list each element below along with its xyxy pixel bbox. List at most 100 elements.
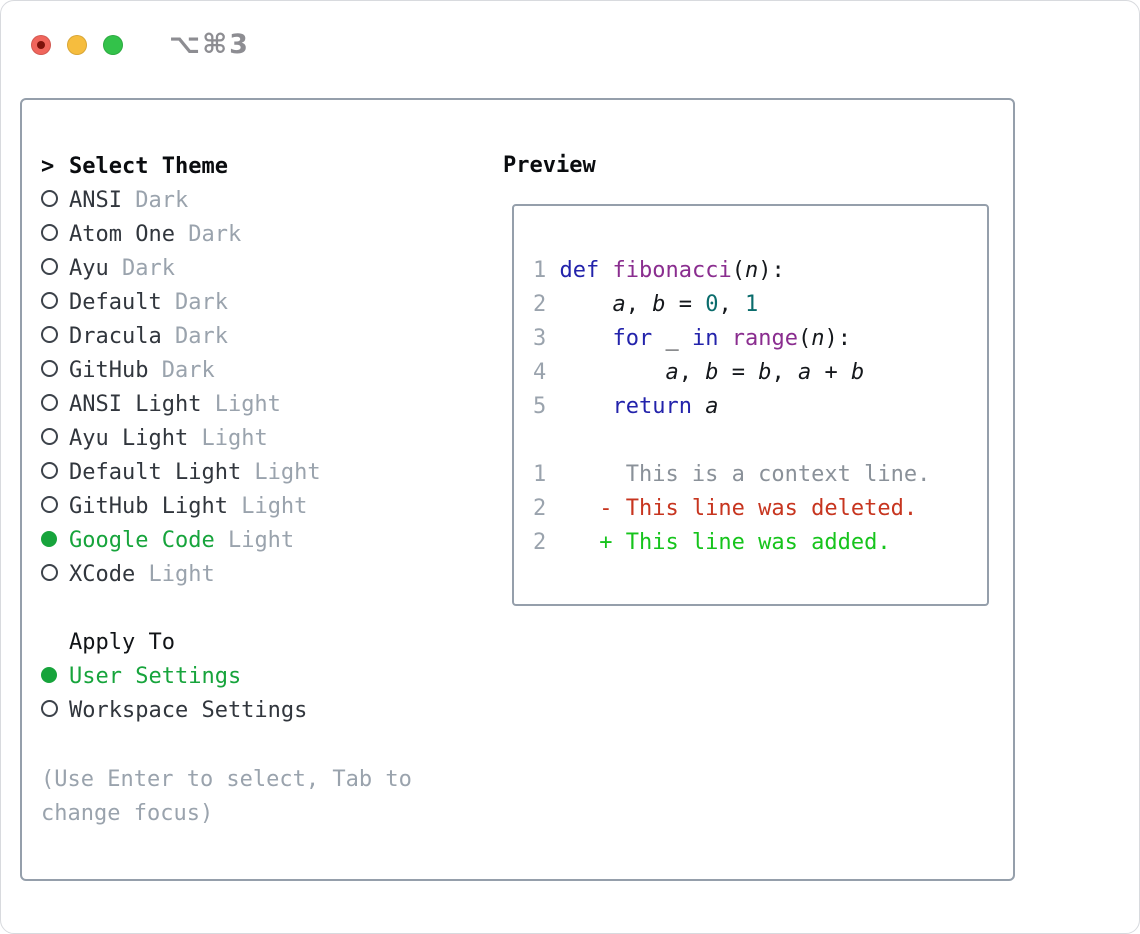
radio-icon: [41, 427, 58, 445]
theme-variant: Dark: [108, 255, 175, 281]
apply-option-workspace-settings[interactable]: Workspace Settings: [41, 693, 471, 727]
theme-variant: Light: [188, 425, 268, 451]
radio-icon: [41, 495, 58, 513]
line-number: 1: [533, 258, 547, 283]
spacer: [41, 528, 69, 553]
apply-option-label: Workspace Settings: [69, 697, 308, 723]
line-number: 2: [533, 530, 547, 555]
theme-name: Ayu Light: [69, 425, 189, 451]
spacer: [41, 727, 471, 763]
spacer: [41, 426, 69, 451]
diff-line-added: 2 + This line was added.: [533, 526, 987, 560]
radio-icon: [41, 359, 58, 377]
spacer: [41, 698, 69, 723]
code-line: 3 for _ in range(n):: [533, 322, 987, 356]
theme-option-ayu-light-light[interactable]: Ayu Light Light: [41, 421, 471, 455]
theme-variant: Light: [227, 493, 308, 519]
theme-option-xcode-light[interactable]: XCode Light: [41, 557, 471, 591]
theme-name: Default: [69, 289, 162, 315]
theme-name: Google Code: [69, 527, 215, 553]
code-text: a, b = b, a + b: [665, 360, 865, 385]
spacer: [41, 591, 471, 625]
radio-icon: [41, 325, 58, 343]
theme-option-ansi-dark[interactable]: ANSI Dark: [41, 183, 471, 217]
code-text: a, b = 0, 1: [612, 292, 759, 317]
selection-cursor-icon: >: [41, 153, 55, 179]
radio-icon: [41, 291, 58, 309]
theme-option-ayu-dark[interactable]: Ayu Dark: [41, 251, 471, 285]
code-text: for _ in range(n):: [612, 326, 851, 351]
theme-option-github-dark[interactable]: GitHub Dark: [41, 353, 471, 387]
apply-to-header-row: Apply To: [41, 625, 471, 659]
radio-icon: [41, 393, 58, 411]
diff-text: This is a context line.: [559, 462, 931, 487]
line-number: 4: [533, 360, 547, 385]
theme-name: XCode: [69, 561, 136, 587]
line-number: 5: [533, 394, 547, 419]
code-line: 5 return a: [533, 390, 987, 424]
theme-name: Default Light: [69, 459, 242, 485]
radio-icon: [41, 563, 58, 581]
theme-option-ansi-light-light[interactable]: ANSI Light Light: [41, 387, 471, 421]
theme-option-google-code-light[interactable]: Google Code Light: [41, 523, 471, 557]
theme-variant: Dark: [161, 323, 228, 349]
diff-line-context: 1 This is a context line.: [533, 458, 987, 492]
radio-selected-icon: [41, 530, 57, 547]
theme-name: ANSI Light: [69, 391, 202, 417]
theme-list-header: Select Theme: [69, 153, 228, 179]
theme-variant: Dark: [148, 357, 215, 383]
theme-variant: Dark: [161, 289, 228, 315]
titlebar: ⌥⌘3: [31, 29, 250, 60]
theme-option-dracula-dark[interactable]: Dracula Dark: [41, 319, 471, 353]
line-number: 3: [533, 326, 547, 351]
spacer: [41, 290, 69, 315]
spacer: [41, 460, 69, 485]
window-title: ⌥⌘3: [169, 29, 250, 60]
spacer: [533, 424, 987, 458]
theme-variant: Light: [214, 527, 295, 553]
spacer: [41, 222, 69, 247]
zoom-button-icon[interactable]: [103, 34, 123, 55]
theme-option-github-light-light[interactable]: GitHub Light Light: [41, 489, 471, 523]
radio-icon: [41, 189, 58, 207]
theme-variant: Dark: [174, 221, 242, 247]
radio-icon: [41, 223, 58, 241]
theme-option-default-dark[interactable]: Default Dark: [41, 285, 471, 319]
minimize-button-icon[interactable]: [67, 34, 87, 55]
code-text: def fibonacci(n):: [559, 258, 785, 283]
theme-name: Ayu: [69, 255, 109, 281]
radio-selected-icon: [41, 666, 57, 683]
theme-option-default-light-light[interactable]: Default Light Light: [41, 455, 471, 489]
theme-variant: Dark: [121, 187, 189, 213]
spacer: [41, 664, 69, 689]
code-line: 4 a, b = b, a + b: [533, 356, 987, 390]
spacer: [41, 358, 69, 383]
line-number: 2: [533, 496, 547, 521]
preview-header: Preview: [503, 153, 596, 178]
theme-name: ANSI: [69, 187, 122, 213]
line-number: 1: [533, 462, 547, 487]
apply-option-user-settings[interactable]: User Settings: [41, 659, 471, 693]
preview-box: 1 def fibonacci(n): 2 a, b = 0, 1 3 for _ i…: [512, 204, 989, 606]
radio-icon: [41, 699, 58, 717]
close-button-icon[interactable]: [31, 34, 51, 55]
radio-icon: [41, 257, 58, 275]
theme-name: Atom One: [69, 221, 175, 247]
code-text: return a: [612, 394, 719, 419]
theme-list-header-row: > Select Theme: [41, 149, 471, 183]
theme-option-atom-one-dark[interactable]: Atom One Dark: [41, 217, 471, 251]
spacer: [41, 494, 69, 519]
diff-line-deleted: 2 - This line was deleted.: [533, 492, 987, 526]
spacer: [41, 256, 69, 281]
spacer: [41, 188, 69, 213]
theme-variant: Light: [241, 459, 321, 485]
spacer: [41, 562, 69, 587]
help-text: (Use Enter to select, Tab to change focu…: [41, 767, 412, 826]
radio-icon: [41, 461, 58, 479]
